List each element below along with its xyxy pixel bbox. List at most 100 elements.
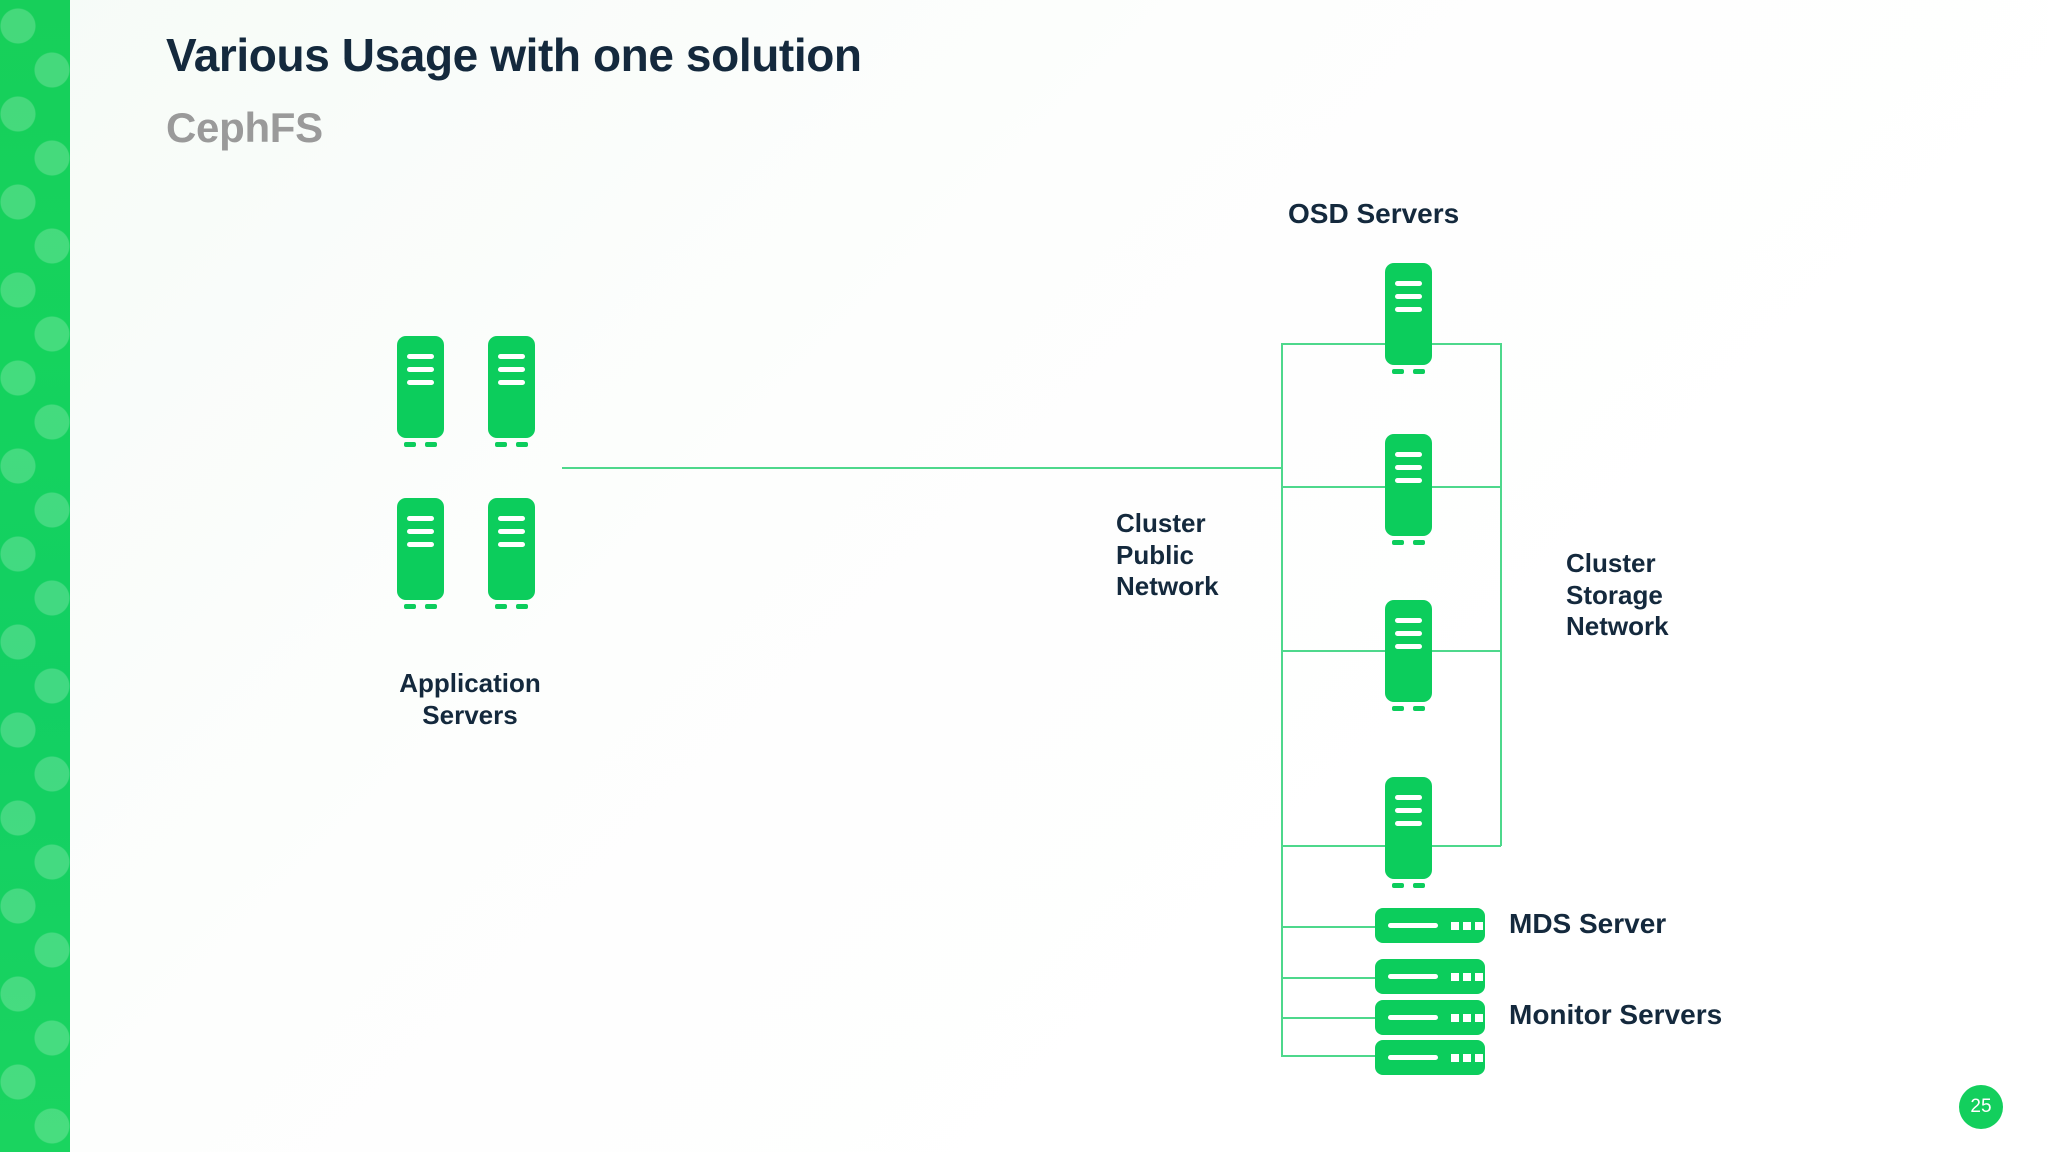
tower-foot (516, 604, 528, 609)
public-link-osd-3 (1281, 650, 1385, 652)
tower-slot-bar (1395, 795, 1422, 800)
storage-link-osd-4 (1432, 845, 1501, 847)
page-subtitle: CephFS (166, 104, 323, 151)
tower-foot (1413, 883, 1425, 888)
tower-slot-bar (498, 380, 525, 385)
tower-body (397, 336, 444, 438)
monitor-servers-label: Monitor Servers (1509, 999, 1723, 1030)
osd-server-icon[interactable] (1385, 600, 1432, 712)
monitor-server-icon[interactable] (1375, 959, 1485, 994)
tower-slot-bar (1395, 821, 1422, 826)
application-servers-label: Application Servers (399, 668, 541, 730)
tower-slot-bar (498, 542, 525, 547)
public-link-osd-4 (1281, 845, 1385, 847)
public-link-monitor-2 (1281, 1017, 1375, 1019)
storage-link-osd-1 (1432, 343, 1501, 345)
application-server-icon[interactable] (397, 498, 444, 610)
tower-slot-bar (407, 367, 434, 372)
tower-slot-bar (1395, 465, 1422, 470)
rack-indicator-dot (1463, 973, 1471, 981)
rack-status-bar (1388, 923, 1438, 928)
tower-slot-bar (407, 354, 434, 359)
tower-foot (1413, 540, 1425, 545)
osd-server-icon[interactable] (1385, 434, 1432, 546)
tower-slot-bar (498, 367, 525, 372)
tower-foot (1392, 540, 1404, 545)
tower-body (488, 336, 535, 438)
cluster-storage-network-line (1500, 343, 1502, 846)
rack-status-bar (1388, 974, 1438, 979)
tower-foot (404, 604, 416, 609)
monitor-server-icon[interactable] (1375, 1040, 1485, 1075)
rack-indicator-dot (1475, 1014, 1483, 1022)
osd-servers-label: OSD Servers (1288, 198, 1460, 229)
rack-indicator-dot (1463, 922, 1471, 930)
public-link-monitor-1 (1281, 977, 1375, 979)
tower-foot (404, 442, 416, 447)
tower-slot-bar (407, 529, 434, 534)
page-title: Various Usage with one solution (166, 29, 862, 81)
storage-link-osd-2 (1432, 486, 1501, 488)
rack-indicator-dot (1475, 973, 1483, 981)
storage-link-osd-3 (1432, 650, 1501, 652)
tower-slot-bar (1395, 631, 1422, 636)
tower-slot-bar (498, 354, 525, 359)
public-link-monitor-3 (1281, 1055, 1375, 1057)
public-link-osd-1 (1281, 343, 1385, 345)
application-server-icon[interactable] (397, 336, 444, 448)
rack-indicator-dot (1451, 973, 1459, 981)
tower-slot-bar (1395, 452, 1422, 457)
rack-indicator-dot (1451, 1014, 1459, 1022)
tower-slot-bar (498, 516, 525, 521)
left-accent-bar (0, 0, 70, 1152)
tower-slot-bar (1395, 281, 1422, 286)
tower-foot (425, 442, 437, 447)
tower-slot-bar (498, 529, 525, 534)
application-server-icon[interactable] (488, 498, 535, 610)
tower-foot (495, 442, 507, 447)
application-to-public-network-link (562, 467, 1282, 469)
tower-foot (1392, 883, 1404, 888)
tower-body (397, 498, 444, 600)
rack-status-bar (1388, 1055, 1438, 1060)
tower-body (1385, 263, 1432, 365)
rack-status-bar (1388, 1015, 1438, 1020)
rack-indicator-dot (1475, 922, 1483, 930)
tower-slot-bar (407, 380, 434, 385)
cluster-public-network-line (1281, 343, 1283, 1055)
osd-server-icon[interactable] (1385, 777, 1432, 889)
public-link-mds-1 (1281, 926, 1375, 928)
public-link-osd-2 (1281, 486, 1385, 488)
mds-server-label: MDS Server (1509, 908, 1667, 939)
tower-foot (1413, 706, 1425, 711)
osd-server-icon[interactable] (1385, 263, 1432, 375)
tower-slot-bar (407, 516, 434, 521)
monitor-server-icon[interactable] (1375, 1000, 1485, 1035)
cluster-storage-network-label: Cluster Storage Network (1566, 548, 1669, 642)
cluster-public-network-label: Cluster Public Network (1116, 508, 1219, 602)
tower-slot-bar (1395, 294, 1422, 299)
rack-indicator-dot (1475, 1054, 1483, 1062)
tower-foot (516, 442, 528, 447)
tower-slot-bar (1395, 307, 1422, 312)
tower-slot-bar (407, 542, 434, 547)
rack-indicator-dot (1451, 1054, 1459, 1062)
rack-indicator-dot (1451, 922, 1459, 930)
page-number-badge: 25 (1959, 1085, 2003, 1129)
tower-body (1385, 777, 1432, 879)
tower-slot-bar (1395, 618, 1422, 623)
tower-foot (1413, 369, 1425, 374)
tower-foot (1392, 369, 1404, 374)
tower-slot-bar (1395, 478, 1422, 483)
mds-server-icon[interactable] (1375, 908, 1485, 943)
tower-foot (1392, 706, 1404, 711)
tower-slot-bar (1395, 644, 1422, 649)
tower-slot-bar (1395, 808, 1422, 813)
tower-body (1385, 434, 1432, 536)
tower-foot (425, 604, 437, 609)
rack-indicator-dot (1463, 1014, 1471, 1022)
tower-body (488, 498, 535, 600)
application-server-icon[interactable] (488, 336, 535, 448)
rack-indicator-dot (1463, 1054, 1471, 1062)
